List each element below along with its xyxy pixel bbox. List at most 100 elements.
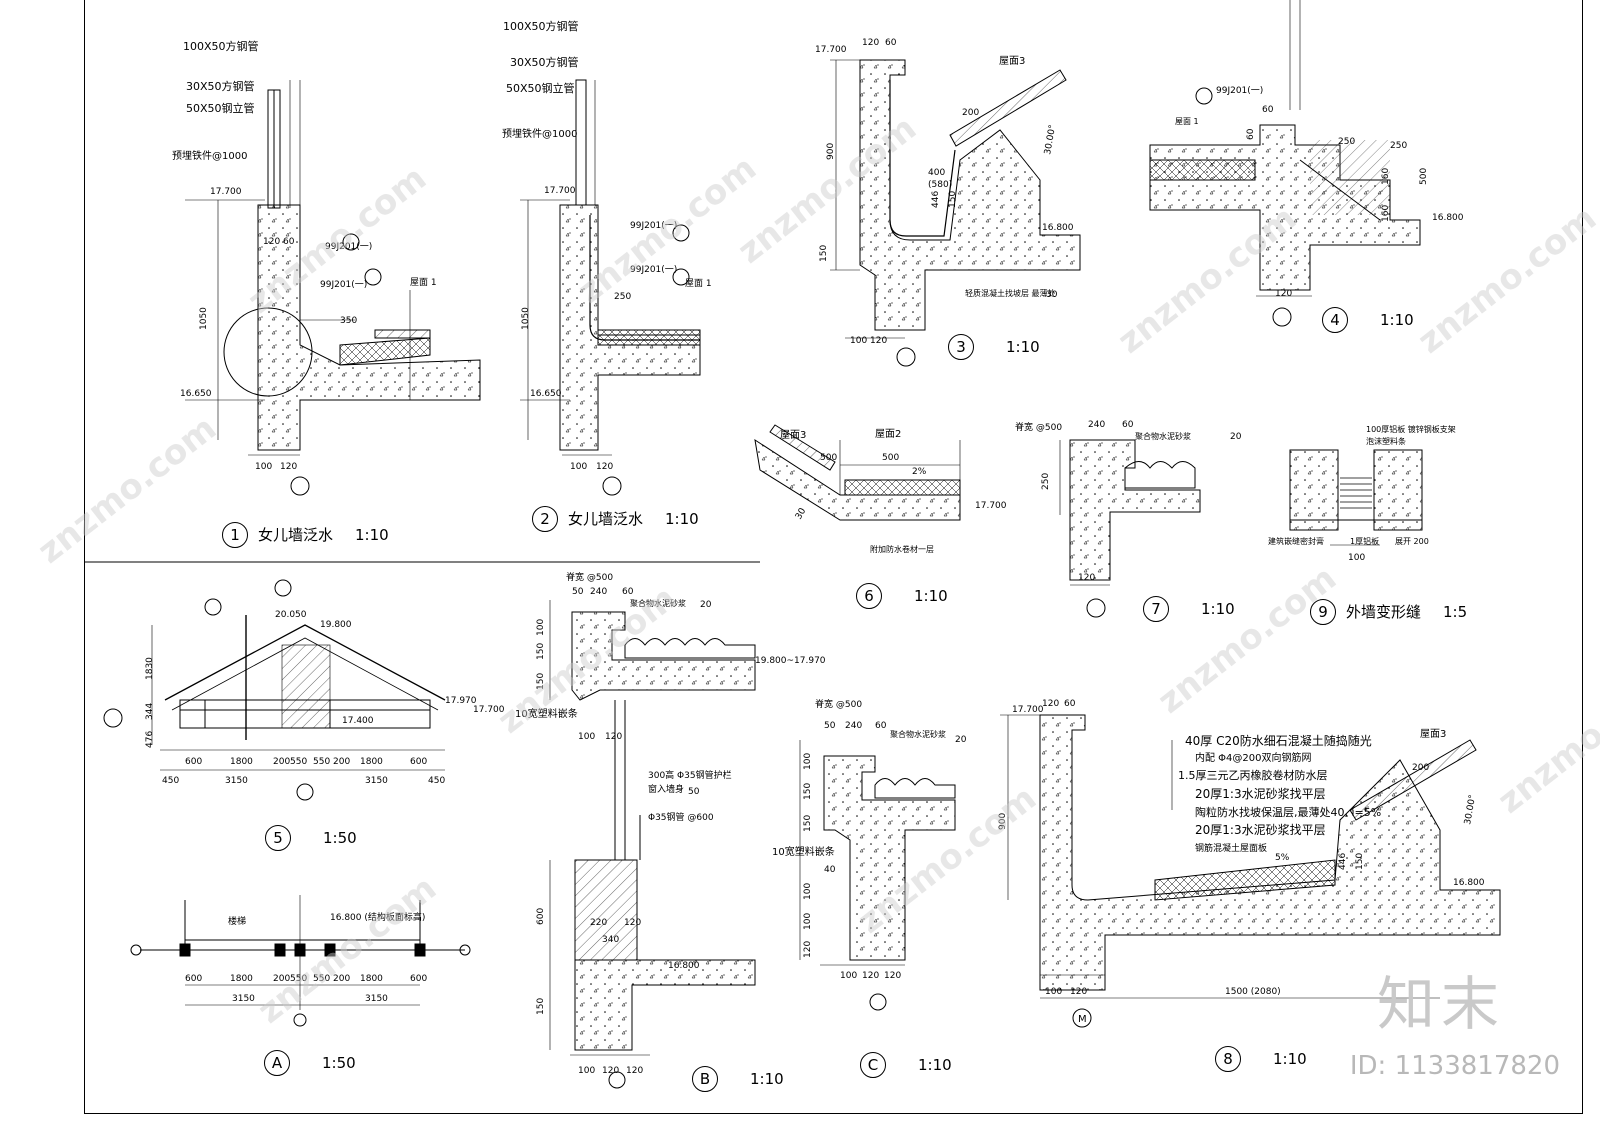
detail-B-parapet-railing xyxy=(549,600,756,1089)
d5-el-1: 20.050 xyxy=(275,610,307,620)
detail-8-roof-gutter xyxy=(1000,714,1501,1028)
dB-top: 脊宽 @500 xyxy=(566,571,613,583)
d5-dim-3: 200 xyxy=(273,757,290,767)
d4-dim-60b: 60 xyxy=(1246,128,1256,140)
d3-dim-150b: 150 xyxy=(819,245,829,262)
d8-dim-120b: 120 xyxy=(1070,987,1087,997)
dB-note: 聚合物水泥砂浆 xyxy=(630,598,686,608)
d8-dim-total: 1500 (2080) xyxy=(1225,987,1281,997)
dC-dim-20: 20 xyxy=(955,735,967,745)
d8-slope: 5% xyxy=(1275,853,1290,863)
detail-6-ridge xyxy=(754,424,961,521)
d5-dim-4: 550 xyxy=(290,757,307,767)
detail-5-scale: 1:50 xyxy=(323,829,357,847)
d1-width: 350 xyxy=(340,316,357,326)
label-rail-3: 50X50钢立管 xyxy=(186,101,255,115)
dB-dim-20: 20 xyxy=(700,600,712,610)
d2-dim-a: 100 xyxy=(570,462,587,472)
dB-dim-240: 240 xyxy=(590,587,607,597)
dA-dim-6: 200 xyxy=(333,974,350,984)
d8-note-6: 20厚1:3水泥砂浆找平层 xyxy=(1195,822,1326,837)
d3-angle: 30.00° xyxy=(1043,124,1058,156)
dB-dim-600: 600 xyxy=(536,908,546,925)
detail-B-scale: 1:10 xyxy=(750,1070,784,1088)
title-detail-6: 6 1:10 xyxy=(856,583,948,609)
detail-6-number: 6 xyxy=(856,583,882,609)
d1-ref-1: 99J201(一) xyxy=(325,242,372,252)
d5-tot-3: 3150 xyxy=(365,776,388,786)
d2-ref-1: 99J201(一) xyxy=(630,221,677,231)
d8-note-4: 20厚1:3水泥砂浆找平层 xyxy=(1195,786,1326,801)
d3-dim-120b: 120 xyxy=(870,336,887,346)
dC-dim-100b: 100 xyxy=(803,883,813,900)
d1-dim-a: 100 xyxy=(255,462,272,472)
detail-7-number: 7 xyxy=(1143,596,1169,622)
d1-elev-bottom: 16.650 xyxy=(180,389,212,399)
label-rail-2: 30X50方钢管 xyxy=(186,79,255,93)
d9-bottom-1: 建筑嵌缝密封膏 xyxy=(1268,536,1324,546)
d3-dim-100: 100 xyxy=(850,336,867,346)
detail-A-scale: 1:50 xyxy=(322,1054,356,1072)
dB-wall: 窗入墙身 xyxy=(648,783,684,795)
dA-dim-5: 550 xyxy=(313,974,330,984)
detail-1-labels: 100X50方钢管 30X50方钢管 50X50钢立管 预埋铁件@1000 17… xyxy=(172,39,437,472)
dA-tot-1: 3150 xyxy=(232,994,255,1004)
d3-dim-400: 400 xyxy=(928,168,945,178)
detail-2-title: 女儿墙泛水 xyxy=(568,510,644,528)
dC-strip: 10宽塑料嵌条 xyxy=(772,845,835,858)
d6-roof2: 屋面2 xyxy=(875,428,901,440)
d6-slope: 2% xyxy=(912,467,927,477)
d6-dim-c: 30 xyxy=(794,506,809,521)
d2-elev-bottom: 16.650 xyxy=(530,389,562,399)
dA-dim-7: 1800 xyxy=(360,974,383,984)
detail-1-number: 1 xyxy=(222,522,248,548)
d9-bottom-3: 展开 200 xyxy=(1395,537,1429,546)
dB-dim-50: 50 xyxy=(572,587,584,597)
dB-dim-100b: 100 xyxy=(578,732,595,742)
d8-note-2: 内配 Φ4@200双向钢筋网 xyxy=(1195,751,1312,764)
d3-dim-150: 150 xyxy=(948,191,958,208)
d4-elev: 16.800 xyxy=(1432,213,1464,223)
d4-dim-120: 120 xyxy=(1275,289,1292,299)
detail-2-parapet-flashing xyxy=(520,79,701,496)
detail-A-plan xyxy=(130,895,471,1027)
detail-C-scale: 1:10 xyxy=(918,1056,952,1074)
detail-C-labels: 脊宽 @500 50 240 60 20 100 150 150 40 100 … xyxy=(772,698,967,981)
detail-9-movement-joint xyxy=(1289,449,1423,546)
detail-5-labels: 20.050 19.800 17.970 17.700 17.400 1830 … xyxy=(145,610,505,786)
d6-roof3: 屋面3 xyxy=(780,429,806,441)
d7-dim-240: 240 xyxy=(1088,420,1105,430)
detail-6-scale: 1:10 xyxy=(914,587,948,605)
dC-dim-120: 120 xyxy=(803,941,813,958)
dB-dim-220: 220 xyxy=(590,918,607,928)
dA-tot-2: 3150 xyxy=(365,994,388,1004)
d6-note: 附加防水卷材一层 xyxy=(870,544,934,554)
d5-h-3: 476 xyxy=(145,731,155,748)
detail-4-number: 4 xyxy=(1322,307,1348,333)
dB-post: Φ35钢管 @600 xyxy=(648,811,714,823)
d1-ref-2: 99J201(一) xyxy=(320,280,367,290)
d8-height: 900 xyxy=(998,813,1008,830)
d4-dim-500: 500 xyxy=(1419,168,1429,185)
d4-note: 屋面 1 xyxy=(1175,117,1199,126)
d4-dim-250a: 250 xyxy=(1338,137,1355,147)
d6-elev: 17.700 xyxy=(975,501,1007,511)
d3-dim-200: 200 xyxy=(962,108,979,118)
d3-elev-top: 17.700 xyxy=(815,45,847,55)
dC-dim-60: 60 xyxy=(875,721,887,731)
dA-dim-3: 200 xyxy=(273,974,290,984)
d8-dim-60: 60 xyxy=(1064,699,1076,709)
dA-note: 16.800 (结构板面标高) xyxy=(330,911,425,923)
d4-dim-160a: 160 xyxy=(1381,168,1391,185)
dA-dim-4: 550 xyxy=(290,974,307,984)
dC-dim-50: 50 xyxy=(824,721,836,731)
dA-dim-1: 600 xyxy=(185,974,202,984)
d3-elev-bottom: 16.800 xyxy=(1042,223,1074,233)
detail-9-title: 外墙变形缝 xyxy=(1346,603,1422,621)
detail-5-number: 5 xyxy=(265,825,291,851)
